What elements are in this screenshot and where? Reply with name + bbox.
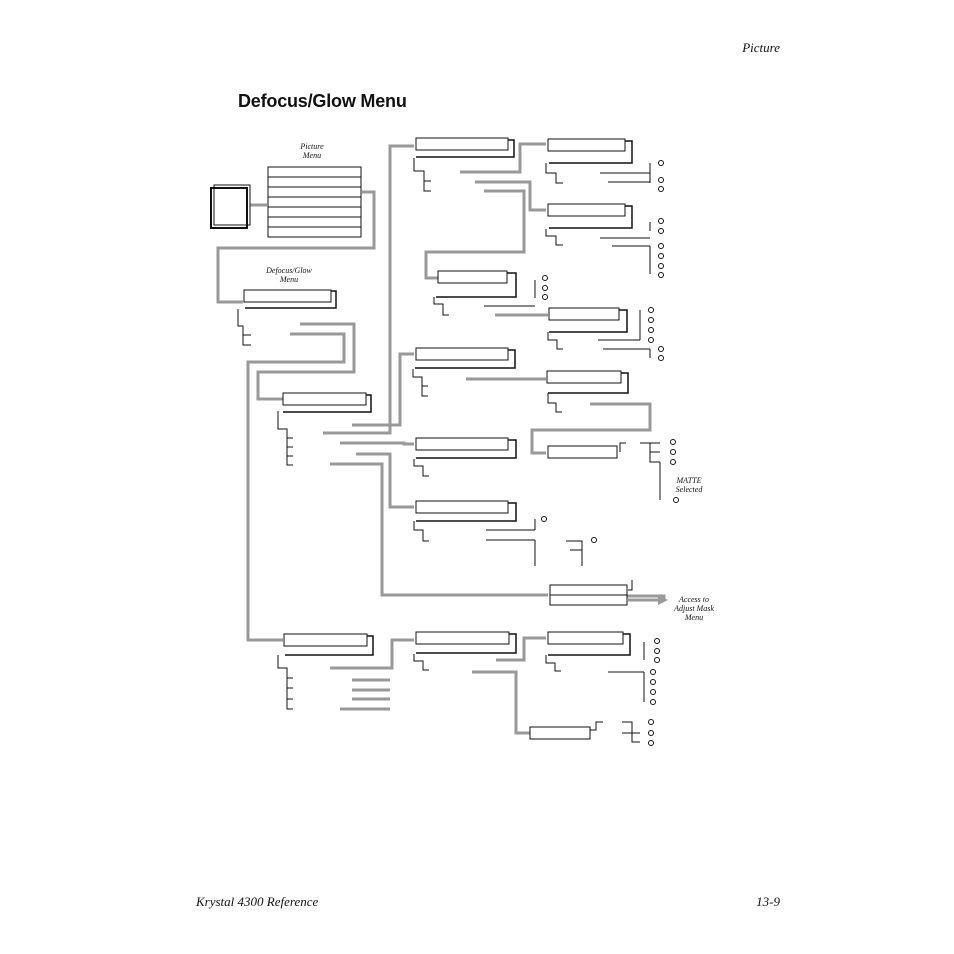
tree-ticks <box>237 158 633 731</box>
footer-page-number: 13-9 <box>756 894 780 909</box>
defocus-menu-label: Defocus/Glow Menu <box>266 266 312 284</box>
access-adjust-mask-label: Access to Adjust Mask Menu <box>674 595 714 622</box>
access-arrow <box>628 595 668 605</box>
page-title: Defocus/Glow Menu <box>238 91 407 111</box>
matte-selected-label: MATTE Selected <box>675 476 703 494</box>
root-box <box>213 184 251 226</box>
choice-circles <box>541 160 679 746</box>
footer-book-title: Krystal 4300 Reference <box>196 894 319 909</box>
parameter-lines <box>484 163 661 743</box>
picture-menu-box <box>267 166 362 238</box>
defocus-box <box>243 289 332 303</box>
header-section: Picture <box>742 40 780 55</box>
picture-menu-label: Picture Menu <box>300 142 324 160</box>
connector-lines <box>216 142 666 735</box>
box-shadows <box>245 139 633 656</box>
menu-boxes <box>210 137 628 740</box>
